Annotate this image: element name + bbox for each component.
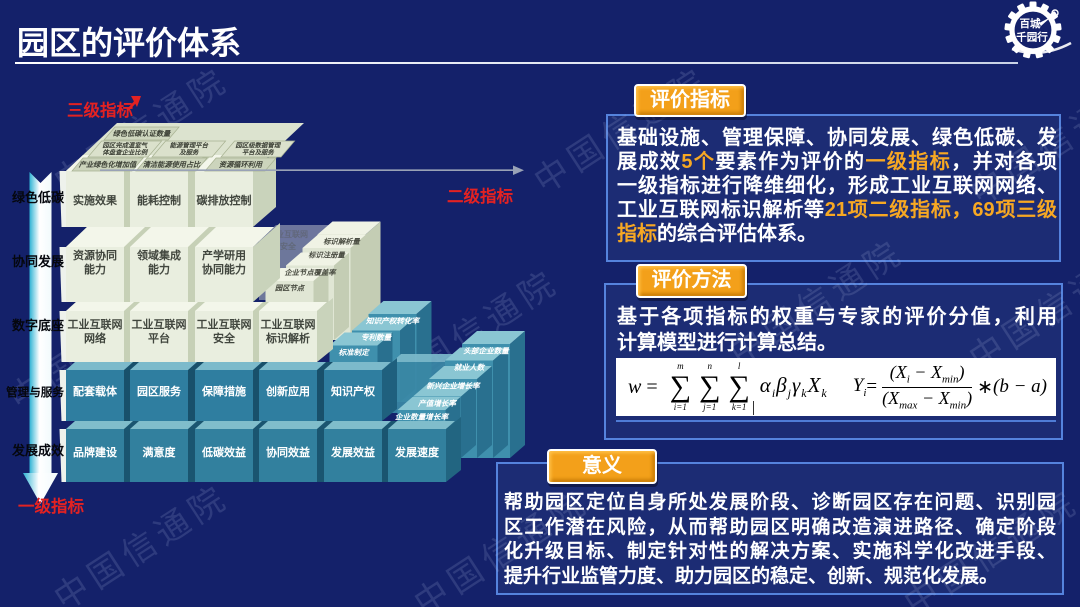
svg-text:管理与服务: 管理与服务 [6,385,64,399]
svg-text:体盘查企业比例: 体盘查企业比例 [102,149,148,157]
svg-text:网络: 网络 [84,331,106,345]
svg-text:绿色低碳: 绿色低碳 [12,190,65,205]
svg-text:协同发展: 协同发展 [12,254,65,269]
svg-text:百城: 百城 [1020,17,1042,30]
svg-text:工业互联网: 工业互联网 [268,229,308,239]
svg-text:园区服务: 园区服务 [137,384,182,398]
svg-text:专利数量: 专利数量 [361,333,393,342]
svg-text:新兴企业增长率: 新兴企业增长率 [426,382,481,391]
svg-text:工业互联网: 工业互联网 [261,317,316,331]
svg-text:标识解析量: 标识解析量 [323,237,361,246]
svg-text:标识解析: 标识解析 [265,331,310,345]
svg-text:产学研用: 产学研用 [202,248,246,262]
svg-text:工业互联网: 工业互联网 [132,317,187,331]
svg-text:园区节点: 园区节点 [275,284,306,293]
svg-text:满意度: 满意度 [143,445,177,459]
svg-text:能耗控制: 能耗控制 [137,193,181,207]
svg-text:千园行: 千园行 [1016,31,1048,44]
svg-text:工业互联网: 工业互联网 [197,317,252,331]
svg-text:及服务: 及服务 [179,149,200,157]
svg-text:实施效果: 实施效果 [73,193,117,207]
svg-text:标准制定: 标准制定 [338,348,370,357]
svg-text:能源管理平台: 能源管理平台 [170,141,209,149]
svg-text:工业互联网: 工业互联网 [68,317,123,331]
svg-text:安全: 安全 [213,331,236,345]
svg-text:碳排放控制: 碳排放控制 [197,193,252,207]
svg-text:低碳效益: 低碳效益 [201,445,246,459]
svg-text:资源协同: 资源协同 [73,248,117,262]
svg-text:创新应用: 创新应用 [265,384,310,398]
svg-text:知识产权: 知识产权 [330,384,376,398]
svg-text:协同能力: 协同能力 [202,262,246,276]
svg-text:能力: 能力 [148,262,170,276]
svg-text:品牌建设: 品牌建设 [73,445,118,459]
svg-text:产业绿色化增加值: 产业绿色化增加值 [78,160,138,169]
svg-text:产值增长率: 产值增长率 [417,399,457,408]
svg-text:发展成效: 发展成效 [11,443,65,458]
svg-text:安全: 安全 [280,241,297,251]
svg-text:平台及服务: 平台及服务 [242,149,276,157]
svg-text:绿色低碳认证数量: 绿色低碳认证数量 [113,129,171,138]
svg-text:发展速度: 发展速度 [394,445,440,459]
svg-text:园区级数据管理: 园区级数据管理 [235,141,281,149]
svg-text:保障措施: 保障措施 [201,384,246,398]
svg-text:园区完成温室气: 园区完成温室气 [102,141,148,149]
svg-text:企业节点覆盖率: 企业节点覆盖率 [284,268,337,277]
svg-text:清洁能源使用占比: 清洁能源使用占比 [143,160,201,169]
svg-text:配套载体: 配套载体 [73,384,118,398]
svg-text:资源循环利用: 资源循环利用 [219,160,263,169]
svg-text:就业人数: 就业人数 [454,363,486,372]
svg-text:数字底座: 数字底座 [12,318,64,333]
svg-text:平台: 平台 [148,331,170,345]
svg-text:协同效益: 协同效益 [266,445,310,459]
svg-text:知识产权转化率: 知识产权转化率 [365,317,421,326]
svg-text:标识注册量: 标识注册量 [308,251,346,260]
svg-text:领域集成: 领域集成 [136,248,181,262]
svg-text:发展效益: 发展效益 [330,445,375,459]
svg-text:头部企业数量: 头部企业数量 [463,347,510,356]
svg-text:能力: 能力 [84,262,106,276]
svg-text:企业数量增长率: 企业数量增长率 [395,413,450,422]
